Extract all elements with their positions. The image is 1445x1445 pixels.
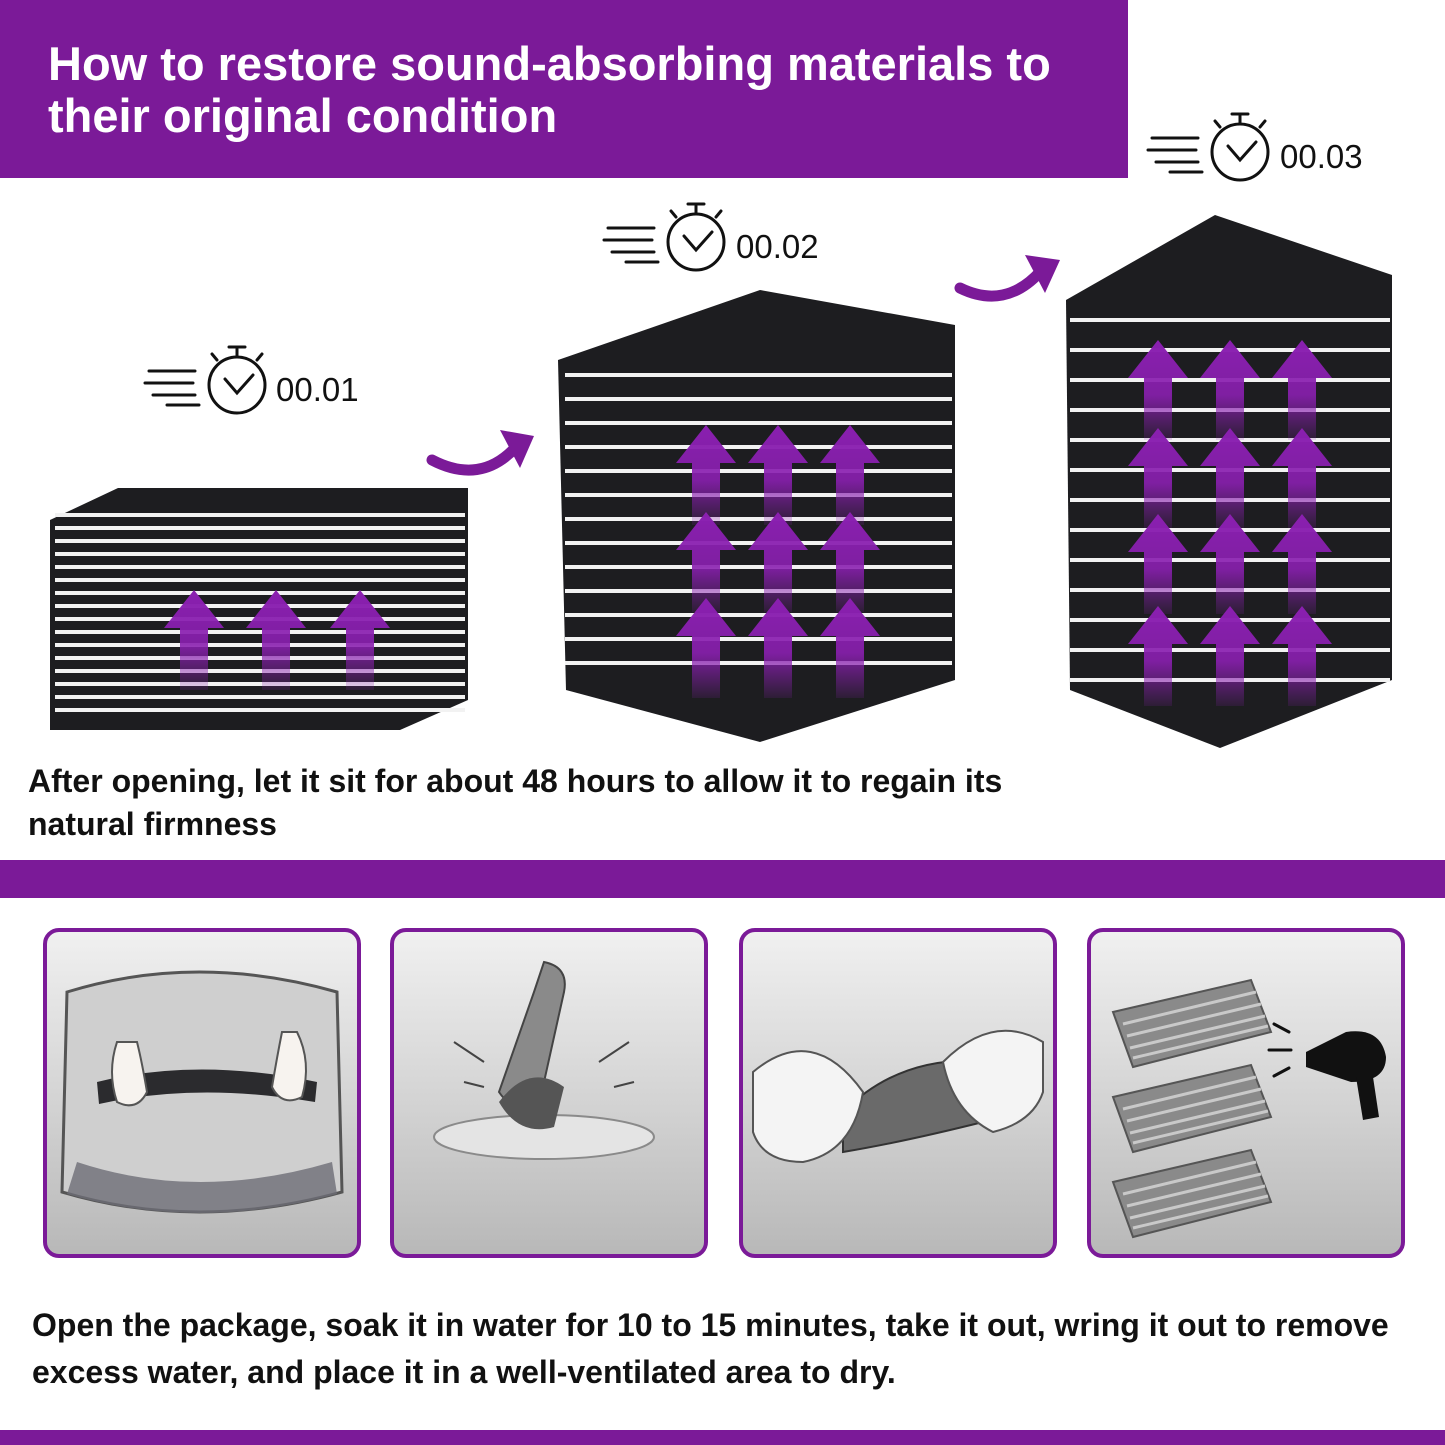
footer-divider (0, 1430, 1445, 1445)
foam-stack-compressed (50, 488, 468, 730)
wring-out-icon (752, 1029, 1044, 1164)
hair-dryer-icon (1111, 978, 1386, 1239)
step-wring-out (739, 928, 1057, 1258)
timer-label: 00.02 (736, 228, 819, 265)
expansion-caption: After opening, let it sit for about 48 h… (28, 763, 1003, 842)
stopwatch-icon (143, 345, 267, 415)
stopwatch-icon (1146, 112, 1270, 182)
foam-expansion-illustration (50, 112, 1392, 748)
curved-arrow-icon (954, 255, 1060, 302)
step-open-package (43, 928, 361, 1258)
step-air-dry (1087, 928, 1405, 1258)
title-banner (0, 0, 1128, 178)
timer-label: 00.01 (276, 371, 359, 408)
curved-arrow-icon (426, 430, 534, 476)
timer-label: 00.03 (1280, 138, 1363, 175)
soak-in-water-icon (433, 960, 655, 1160)
stopwatch-icon (602, 202, 726, 272)
open-package-icon (60, 970, 344, 1214)
cleaning-caption: Open the package, soak it in water for 1… (32, 1307, 1389, 1390)
page-title: How to restore sound-absorbing materials… (48, 37, 1051, 142)
foam-stack-expanded (1066, 215, 1392, 748)
step-soak-in-water (390, 928, 708, 1258)
section-divider (0, 860, 1445, 898)
foam-stack-expanding (558, 290, 955, 742)
